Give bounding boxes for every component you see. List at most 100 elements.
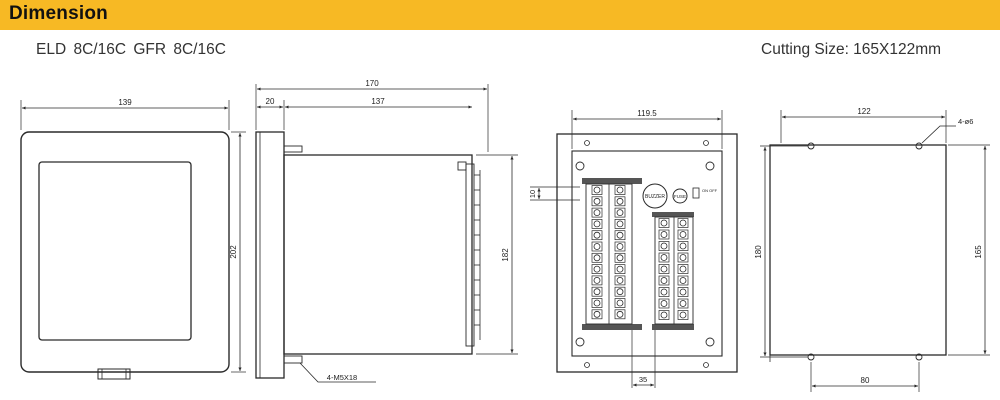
- cutout-width-label: 122: [857, 107, 871, 116]
- rear-pitch-label: 10: [528, 190, 537, 198]
- fuse-label: FUSE: [674, 194, 686, 199]
- rear-terminal-a-left: [591, 309, 603, 320]
- rear-terminal-b-left: [658, 275, 670, 286]
- rear-terminal-a-right: [614, 185, 626, 195]
- rear-terminal-a-right: [614, 286, 626, 297]
- rear-terminal-b-left: [658, 252, 670, 263]
- side-bezel-label: 20: [266, 97, 275, 106]
- rear-terminal-a-right-screw: [616, 276, 624, 284]
- rear-terminal-b-right: [677, 218, 689, 228]
- rear-fuse: [672, 188, 688, 204]
- side-body-label: 137: [371, 97, 385, 106]
- rear-terminal-a-left-screw: [593, 254, 601, 262]
- rear-terminal-a-left: [591, 207, 603, 218]
- rear-terminal-b-right-screw: [679, 242, 687, 250]
- rear-terminal-a-right: [614, 230, 626, 241]
- rear-terminal-b-right-screw: [679, 277, 687, 284]
- side-height-label: 182: [501, 248, 510, 262]
- rear-terminal-b-left: [658, 264, 670, 274]
- rear-terminal-a-left: [591, 275, 603, 286]
- buzzer-label: BUZZER: [645, 194, 665, 200]
- rear-terminal-a-right: [614, 207, 626, 218]
- side-body: [283, 154, 473, 355]
- rear-terminal-a-right-screw: [616, 186, 624, 194]
- rear-view: [530, 110, 738, 388]
- rear-terminal-b-right-screw: [679, 254, 687, 261]
- rear-frame-outer: [556, 133, 738, 373]
- rear-terminal-b-left-screw: [660, 254, 668, 261]
- rear-terminal-a-left-screw: [593, 186, 601, 194]
- rear-terminal-a-left: [591, 230, 603, 241]
- rear-terminal-b-right: [677, 229, 689, 240]
- rear-terminal-a-right: [614, 241, 626, 252]
- side-view: [255, 84, 518, 383]
- rear-terminal-a-left-screw: [593, 288, 601, 296]
- front-clip: [97, 368, 131, 380]
- rear-terminal-a-left: [591, 252, 603, 263]
- rear-buzzer: [642, 183, 668, 209]
- front-window: [38, 161, 192, 341]
- cutout-left-height-label: 180: [754, 245, 763, 259]
- rear-terminal-a-left-screw: [593, 265, 601, 273]
- rear-terminal-b-right: [677, 287, 689, 297]
- rear-terminal-b-left-screw: [660, 242, 668, 250]
- cutout-hole-leader: [921, 125, 956, 144]
- rear-terminal-b-right-screw: [679, 265, 687, 273]
- rear-terminal-a-right: [614, 196, 626, 207]
- front-view: [20, 100, 246, 380]
- rear-terminal-b-right-screw: [679, 231, 687, 238]
- rear-terminal-a-left: [591, 286, 603, 297]
- rear-terminals: [591, 185, 689, 320]
- rear-terminal-b-left: [658, 241, 670, 251]
- rear-terminal-a-right: [614, 298, 626, 308]
- rear-terminal-b-left: [658, 298, 670, 309]
- rear-terminal-a-right-screw: [616, 220, 624, 228]
- rear-terminal-b-left-screw: [660, 288, 668, 296]
- cutting-size: Cutting Size: 165X122mm: [761, 41, 942, 58]
- header-bar: [0, 0, 1000, 30]
- rear-terminal-b-right-screw: [679, 311, 687, 319]
- rear-terminal-b-left: [658, 229, 670, 240]
- rear-terminal-a-left-screw: [593, 231, 601, 239]
- rear-terminal-b-left-screw: [660, 219, 668, 227]
- rear-terminal-b-right: [677, 275, 689, 286]
- rear-terminal-b-right: [677, 264, 689, 274]
- side-screw-label: 4-M5X18: [327, 373, 357, 382]
- rear-terminal-a-right-screw: [616, 288, 624, 296]
- page-title: Dimension: [9, 3, 108, 24]
- rear-terminal-a-left-screw: [593, 220, 601, 228]
- rear-terminal-a-right-screw: [616, 310, 624, 318]
- rear-terminal-a-right-screw: [616, 254, 624, 262]
- rear-terminal-a-left-screw: [593, 310, 601, 318]
- front-panel-outer: [20, 131, 230, 373]
- rear-terminal-a-right-screw: [616, 299, 624, 307]
- rear-terminal-b-left-screw: [660, 300, 668, 307]
- rear-terminal-a-left: [591, 185, 603, 195]
- cutout-outline: [769, 144, 947, 356]
- rear-width-label: 119.5: [637, 109, 657, 118]
- rear-terminal-a-right: [614, 309, 626, 320]
- rear-terminal-a-right: [614, 275, 626, 286]
- rear-terminal-a-left-screw: [593, 299, 601, 307]
- cutout-hole-br: [915, 353, 923, 361]
- rear-terminal-a-left: [591, 298, 603, 308]
- rear-terminal-b-right: [677, 310, 689, 320]
- cutout-hole-label: 4-ø6: [958, 117, 973, 126]
- rear-terminal-a-right-screw: [616, 265, 624, 273]
- rear-terminal-a-left-screw: [593, 209, 601, 217]
- front-width-label: 139: [118, 98, 132, 107]
- rear-terminal-b-left: [658, 310, 670, 320]
- cutout-bottom-label: 80: [861, 376, 870, 385]
- rear-switch: [692, 187, 700, 199]
- rear-terminal-a-right: [614, 219, 626, 229]
- rear-terminal-a-left: [591, 264, 603, 274]
- rear-terminal-b-right: [677, 298, 689, 309]
- rear-bottom-label: 35: [639, 375, 647, 384]
- rear-terminal-b-right: [677, 252, 689, 263]
- rear-terminal-a-right-screw: [616, 209, 624, 217]
- rear-terminal-a-left: [591, 241, 603, 252]
- rear-terminal-b-right: [677, 241, 689, 251]
- rear-terminal-b-left-screw: [660, 277, 668, 284]
- rear-terminal-a-left-screw: [593, 243, 601, 250]
